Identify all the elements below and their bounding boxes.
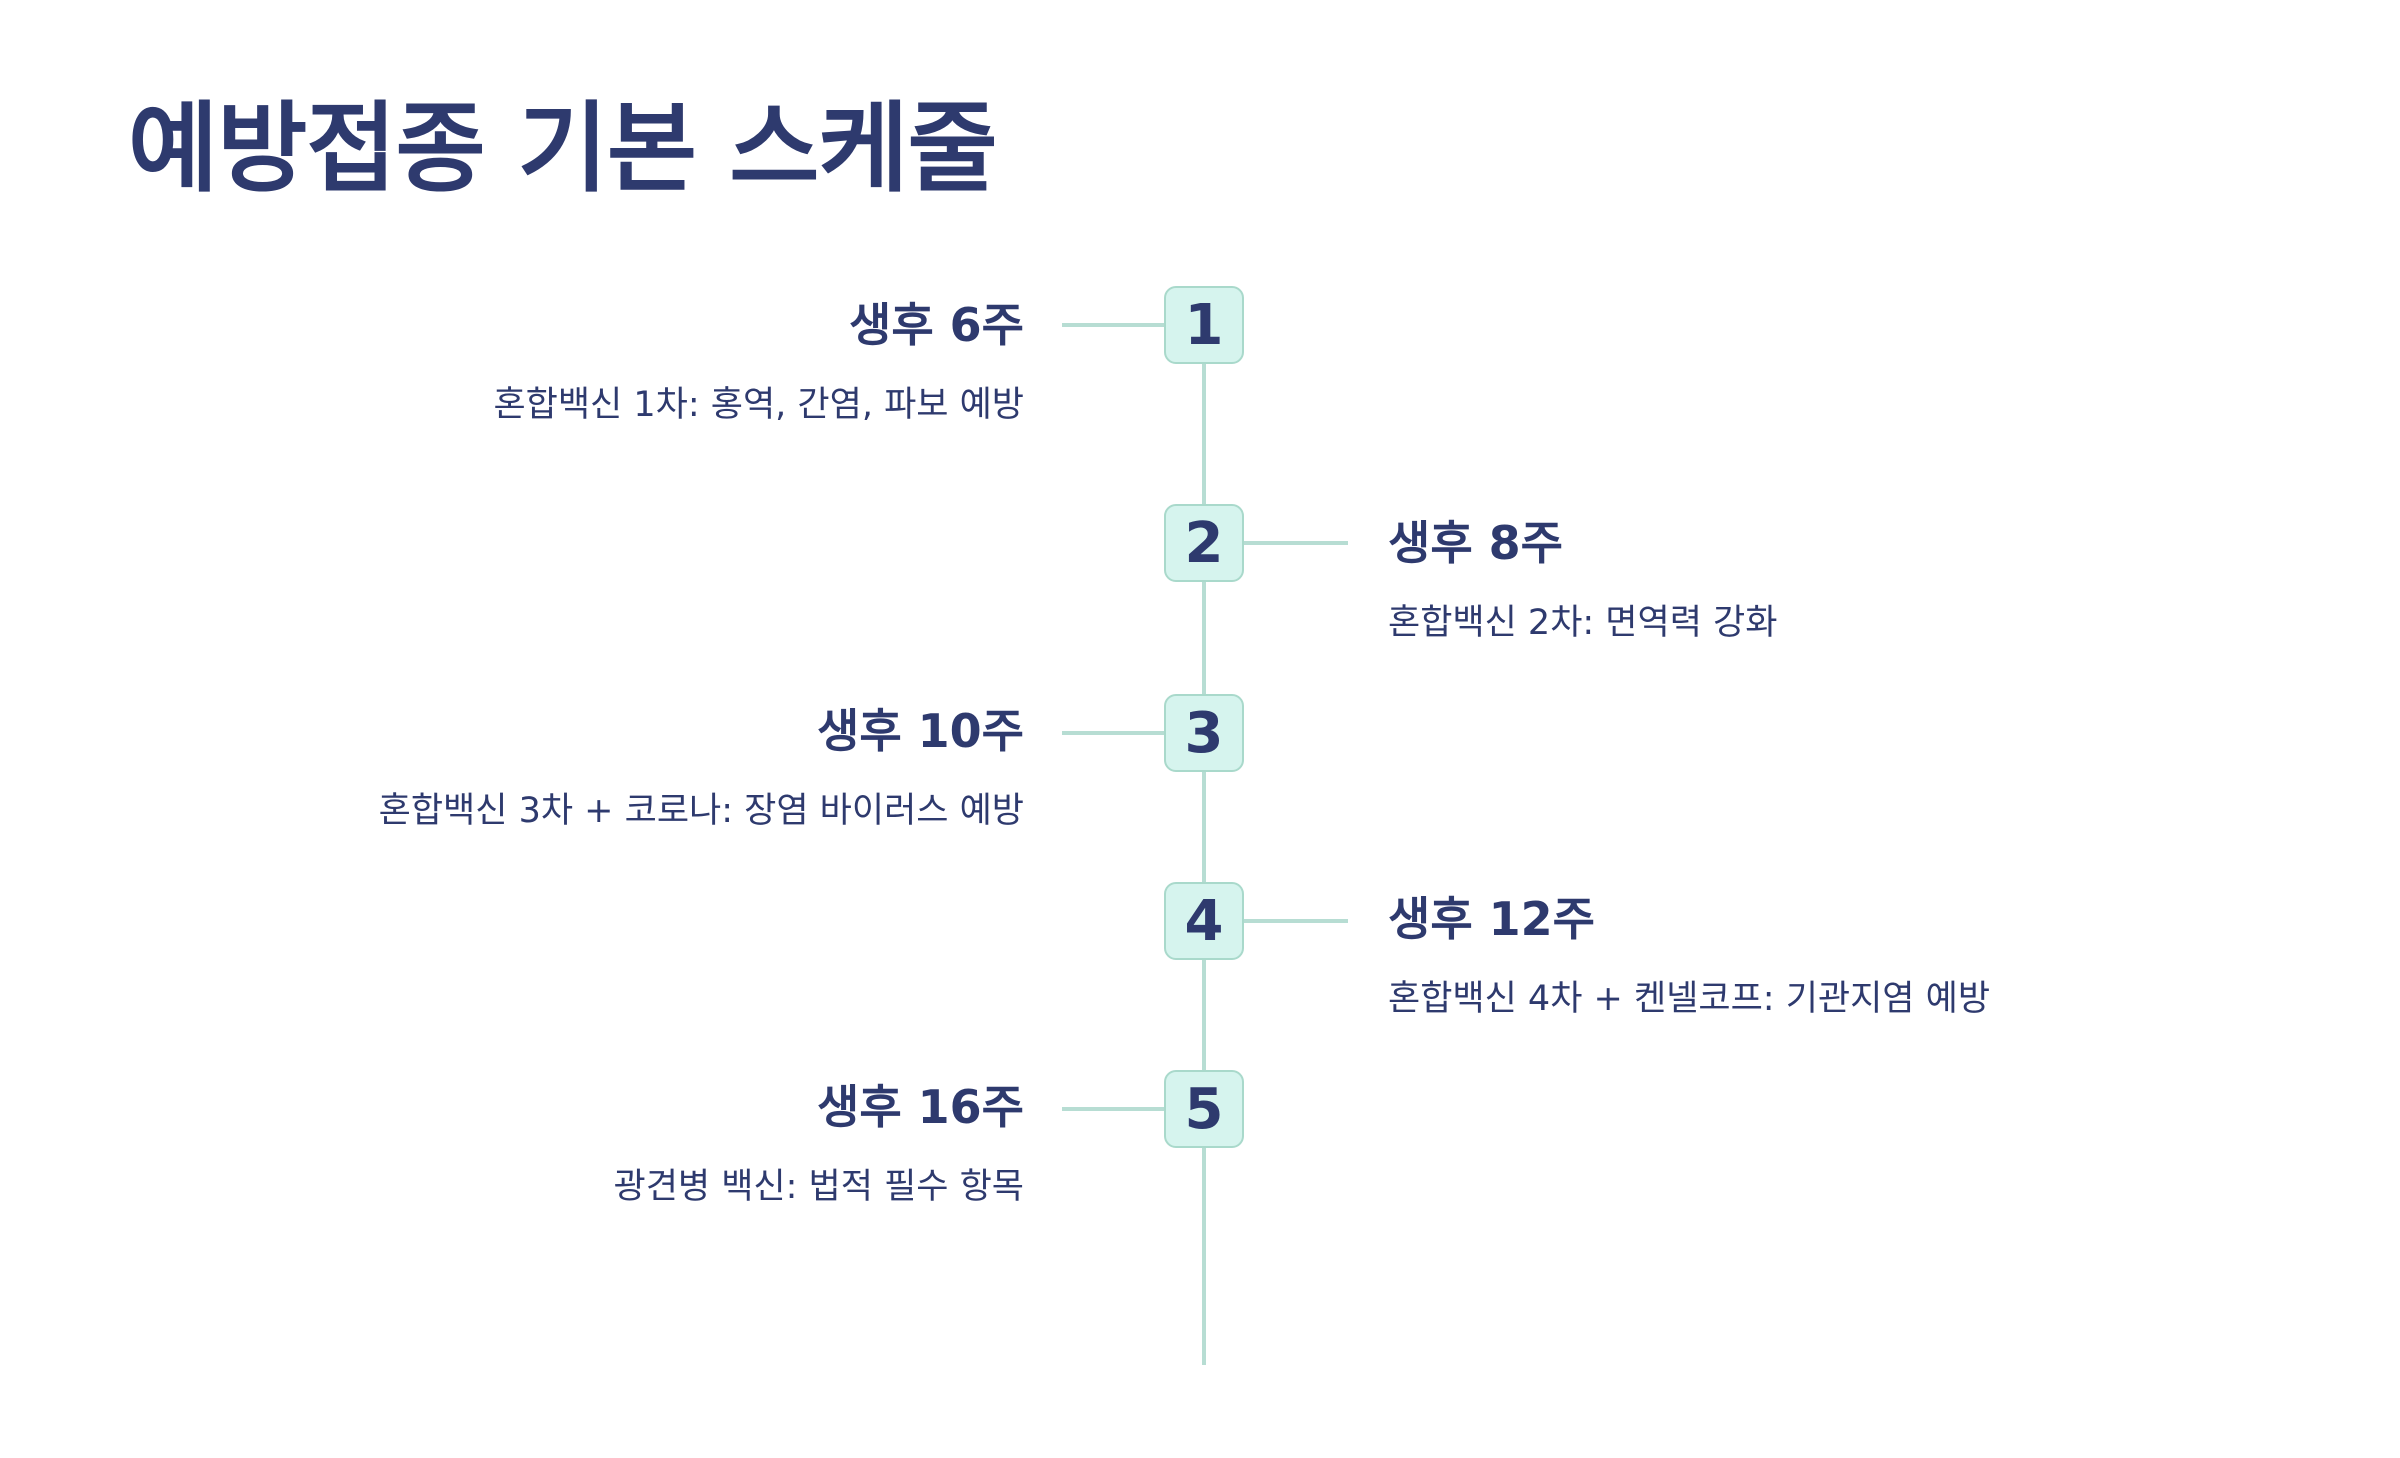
step-2-connector	[1240, 541, 1348, 545]
step-3-description: 혼합백신 3차 + 코로나: 장염 바이러스 예방	[378, 791, 1024, 831]
step-5-badge: 5	[1164, 1070, 1244, 1148]
timeline-axis	[1202, 330, 1206, 1365]
step-5-connector	[1062, 1107, 1168, 1111]
step-3-connector	[1062, 731, 1168, 735]
step-1-badge: 1	[1164, 286, 1244, 364]
step-4-connector	[1240, 919, 1348, 923]
step-2-description: 혼합백신 2차: 면역력 강화	[1388, 603, 1778, 643]
step-1-connector	[1062, 323, 1168, 327]
step-4-description: 혼합백신 4차 + 켄넬코프: 기관지염 예방	[1388, 979, 1991, 1019]
step-2-heading: 생후 8주	[1388, 516, 1563, 570]
step-3-badge: 3	[1164, 694, 1244, 772]
step-2-badge: 2	[1164, 504, 1244, 582]
step-3-heading: 생후 10주	[817, 704, 1024, 758]
step-5-heading: 생후 16주	[817, 1080, 1024, 1134]
step-1-description: 혼합백신 1차: 홍역, 간염, 파보 예방	[493, 385, 1024, 425]
step-5-description: 광견병 백신: 법적 필수 항목	[613, 1167, 1025, 1207]
step-4-heading: 생후 12주	[1388, 892, 1595, 946]
step-4-badge: 4	[1164, 882, 1244, 960]
page-title: 예방접종 기본 스케줄	[128, 92, 998, 206]
step-1-heading: 생후 6주	[849, 298, 1024, 352]
